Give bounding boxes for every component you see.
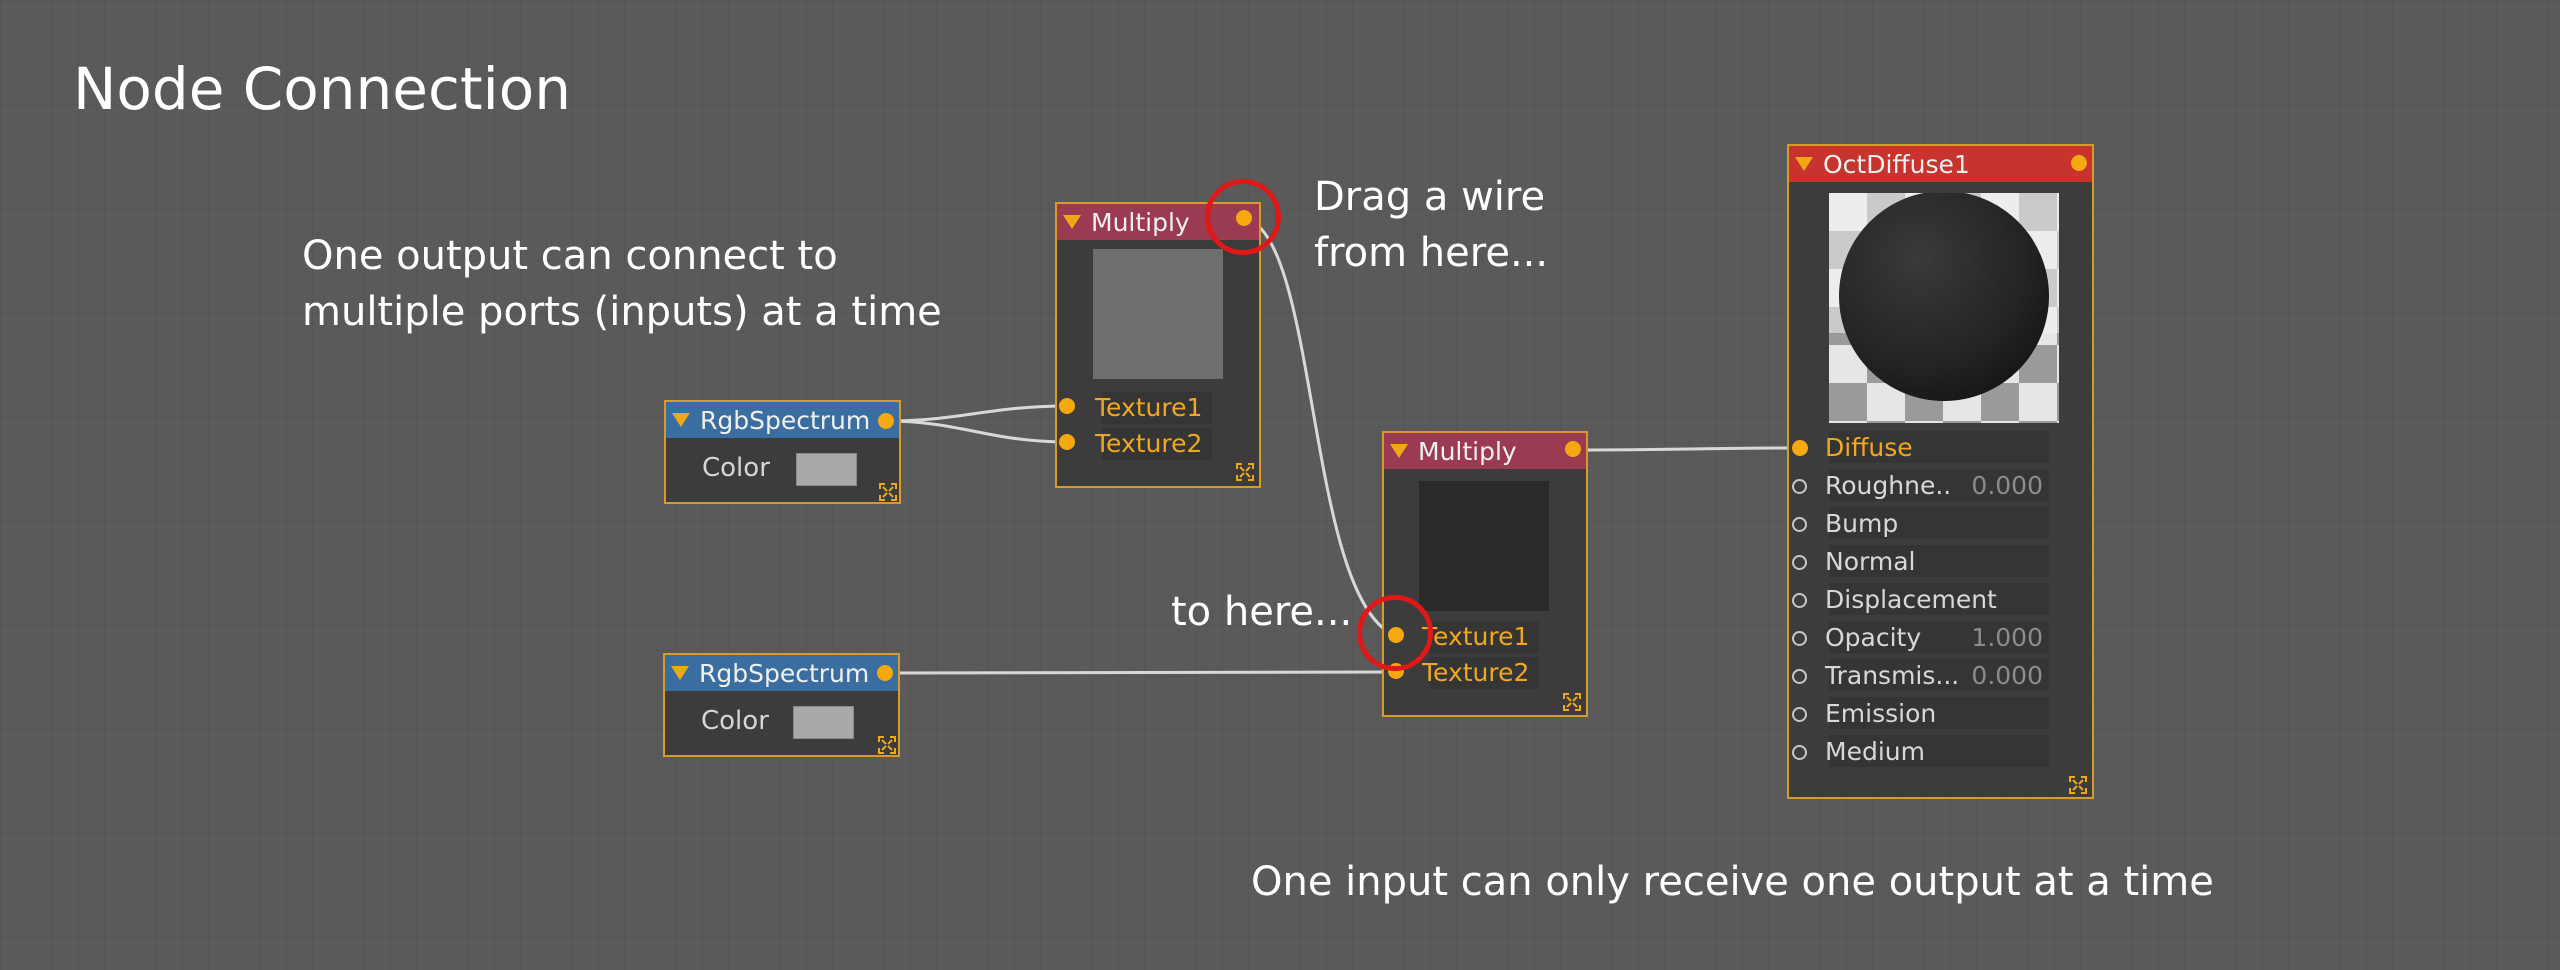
pin-bar [1102,428,1212,460]
expand-corners-icon[interactable] [1235,462,1255,482]
node-preview [1093,249,1223,379]
node-header[interactable]: RgbSpectrum [665,655,898,691]
collapse-triangle-icon[interactable] [672,413,690,427]
pin-bar [1829,507,2049,539]
pin-displacement[interactable]: Displacement [1825,585,1997,614]
pin-bar [1829,659,2049,691]
normal-input-port[interactable] [1792,555,1807,570]
rgb1-output-port[interactable] [878,413,894,429]
pin-bar [1429,657,1539,689]
expand-corners-icon[interactable] [1562,692,1582,712]
pin-bar [1829,469,2049,501]
color-label: Color [702,453,770,483]
caption-drag-line2: from here... [1314,230,1549,276]
pin-texture2[interactable]: Texture2 [1422,658,1530,687]
material-preview-sphere [1829,193,2059,423]
highlight-ring-input [1357,595,1433,671]
node-title: RgbSpectrum [699,658,870,688]
pin-texture1[interactable]: Texture1 [1095,393,1203,422]
node-preview [1419,481,1549,611]
node-title: Multiply [1418,436,1517,466]
expand-corners-icon[interactable] [878,482,898,502]
pin-medium[interactable]: Medium [1825,737,1925,766]
collapse-triangle-icon[interactable] [1795,157,1813,171]
pin-roughness-value[interactable]: 0.000 [1971,471,2043,500]
wire-rgb1-to-multiply1-texture1 [885,404,1068,423]
pin-transmission-value[interactable]: 0.000 [1971,661,2043,690]
node-title: OctDiffuse1 [1823,149,1970,179]
pin-opacity[interactable]: Opacity [1825,623,1922,652]
caption-multi-output-line2: multiple ports (inputs) at a time [302,289,942,335]
wire-rgb1-to-multiply1-texture2 [885,419,1068,444]
pin-bar [1829,735,2049,767]
wire-rgb2-to-multiply2-texture2 [884,670,1397,675]
pin-bar [1829,697,2049,729]
diffuse-input-port[interactable] [1792,440,1808,456]
collapse-triangle-icon[interactable] [1063,215,1081,229]
transmission-input-port[interactable] [1792,669,1807,684]
node-header[interactable]: RgbSpectrum [666,402,899,438]
node-title: RgbSpectrum [700,405,871,435]
pin-bump[interactable]: Bump [1825,509,1899,538]
opacity-input-port[interactable] [1792,631,1807,646]
caption-multi-output-line1: One output can connect to [302,233,838,279]
oct-diffuse-output-port[interactable] [2071,155,2087,171]
collapse-triangle-icon[interactable] [1390,444,1408,458]
pin-bar [1829,621,2049,653]
medium-input-port[interactable] [1792,745,1807,760]
bump-input-port[interactable] [1792,517,1807,532]
pin-emission[interactable]: Emission [1825,699,1937,728]
pin-bar [1829,583,2049,615]
pin-opacity-value[interactable]: 1.000 [1971,623,2043,652]
node-rgb-spectrum-1[interactable]: RgbSpectrum Color [664,400,901,504]
color-swatch[interactable] [793,706,854,739]
caption-multi-output: One output can connect to multiple ports… [302,228,942,340]
caption-single-input: One input can only receive one output at… [1251,859,2214,905]
multiply1-texture1-input-port[interactable] [1059,398,1075,414]
pin-diffuse[interactable]: Diffuse [1825,433,1913,462]
displacement-input-port[interactable] [1792,593,1807,608]
pin-texture1[interactable]: Texture1 [1422,622,1530,651]
pin-roughness[interactable]: Roughne.. [1825,471,1952,500]
caption-to-here: to here... [1171,589,1353,635]
caption-drag-line1: Drag a wire [1314,174,1546,220]
pin-texture2[interactable]: Texture2 [1095,429,1203,458]
color-swatch[interactable] [796,453,857,486]
highlight-ring-output [1205,179,1281,255]
multiply1-texture2-input-port[interactable] [1059,434,1075,450]
node-title: Multiply [1091,207,1190,237]
wire-multiply2-to-diffuse [1572,446,1801,452]
expand-corners-icon[interactable] [877,735,897,755]
expand-corners-icon[interactable] [2068,775,2088,795]
node-multiply-2[interactable]: Multiply Texture1 Texture2 [1382,431,1588,717]
pin-normal[interactable]: Normal [1825,547,1916,576]
multiply2-output-port[interactable] [1565,441,1581,457]
pin-bar [1102,392,1212,424]
node-header[interactable]: OctDiffuse1 [1789,146,2092,182]
color-label: Color [701,706,769,736]
pin-bar [1829,545,2049,577]
collapse-triangle-icon[interactable] [671,666,689,680]
pin-bar [1829,431,2049,463]
roughness-input-port[interactable] [1792,479,1807,494]
page-title: Node Connection [73,55,571,123]
caption-drag: Drag a wire from here... [1314,169,1548,281]
node-oct-diffuse[interactable]: OctDiffuse1 Diffuse Roughne.. 0.000 Bump… [1787,144,2094,799]
rgb2-output-port[interactable] [877,665,893,681]
pin-bar [1429,621,1539,653]
node-rgb-spectrum-2[interactable]: RgbSpectrum Color [663,653,900,757]
pin-transmission[interactable]: Transmis... [1825,661,1960,690]
node-header[interactable]: Multiply [1384,433,1586,469]
emission-input-port[interactable] [1792,707,1807,722]
